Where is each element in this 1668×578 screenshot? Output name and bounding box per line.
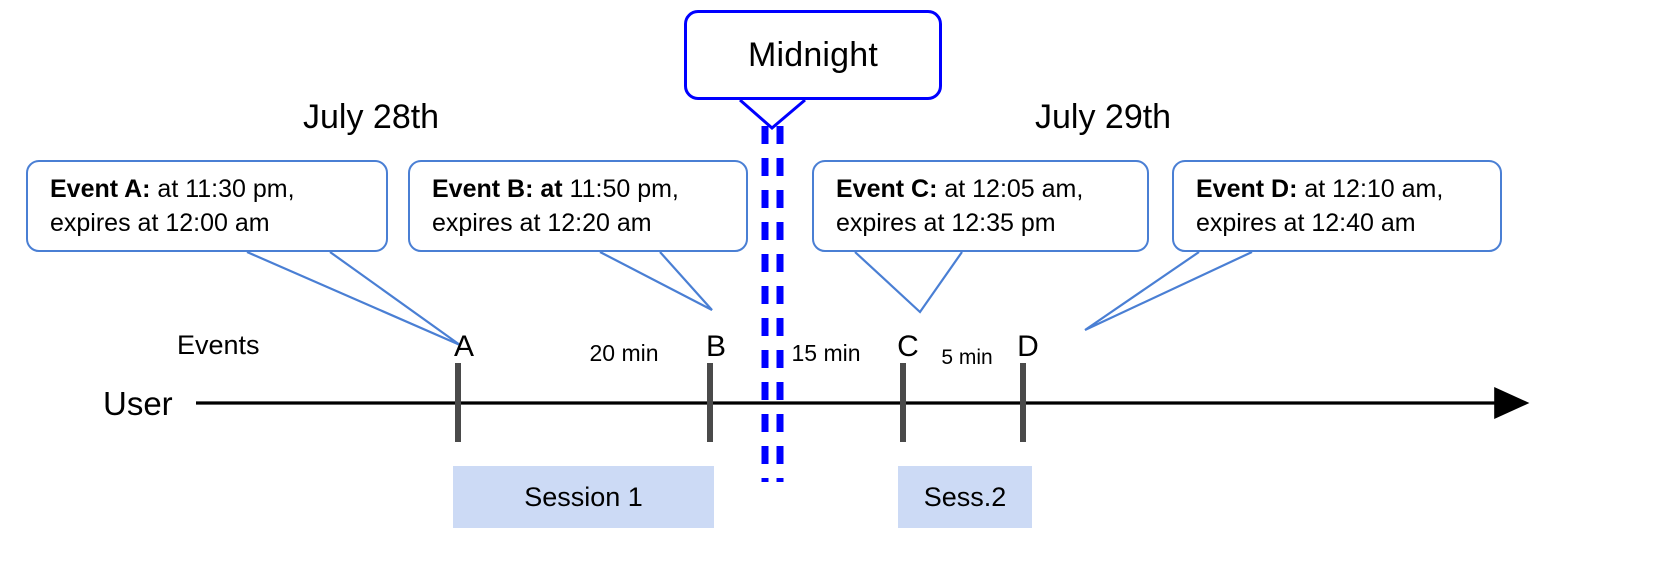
midnight-callout: Midnight [684,10,942,100]
event-callout-d-line1: Event D: at 12:10 am, [1196,172,1484,206]
interval-label-15-min: 15 min [791,340,861,366]
event-callout-c-line1-rest: at 12:05 am, [937,175,1084,203]
event-d-leader [1084,251,1253,331]
event-callout-c-title: Event C: [836,175,938,203]
event-c-leader [854,251,963,314]
date-heading-july-29: July 29th [1035,98,1172,136]
event-callout-a-title: Event A: [50,175,151,203]
event-callout-a-line1: Event A: at 11:30 pm, [50,172,370,206]
events-row-label: Events [177,330,260,360]
session-box-1-label: Session 1 [524,481,643,512]
event-callout-d: Event D: at 12:10 am, expires at 12:40 a… [1172,160,1502,252]
tick-letter-d: D [1017,330,1039,363]
midnight-callout-tail [739,98,806,130]
session-box-2-label: Sess.2 [923,481,1007,512]
user-row-label: User [103,385,173,422]
event-callout-b: Event B: at 11:50 pm, expires at 12:20 a… [408,160,748,252]
session-box-1: Session 1 [453,466,714,528]
event-callout-d-line2: expires at 12:40 am [1196,209,1416,237]
event-callout-d-title: Event D: [1196,175,1298,203]
event-callout-b-line1: Event B: at 11:50 pm, [432,172,730,206]
event-callout-a-line1-rest: at 11:30 pm, [150,175,295,203]
interval-label-20-min: 20 min [589,340,659,366]
session-box-2: Sess.2 [898,466,1032,528]
event-callout-b-title: Event B: at [432,175,563,203]
interval-label-5-min: 5 min [941,346,993,369]
tick-letter-c: C [897,330,919,363]
event-callout-c-line2: expires at 12:35 pm [836,209,1056,237]
event-a-leader [246,250,461,347]
tick-letter-a: A [453,330,475,363]
event-callout-c: Event C: at 12:05 am, expires at 12:35 p… [812,160,1149,252]
event-callout-a: Event A: at 11:30 pm, expires at 12:00 a… [26,160,388,252]
tick-letter-b: B [705,330,727,363]
event-callout-c-line1: Event C: at 12:05 am, [836,172,1131,206]
date-heading-july-28: July 28th [303,98,440,136]
event-callout-b-line2: expires at 12:20 am [432,209,652,237]
event-callout-b-line1-rest: 11:50 pm, [562,175,679,203]
midnight-callout-label: Midnight [747,35,879,74]
event-callout-d-line1-rest: at 12:10 am, [1297,175,1444,203]
event-callout-a-line2: expires at 12:00 am [50,209,270,237]
event-b-leader [599,251,713,311]
